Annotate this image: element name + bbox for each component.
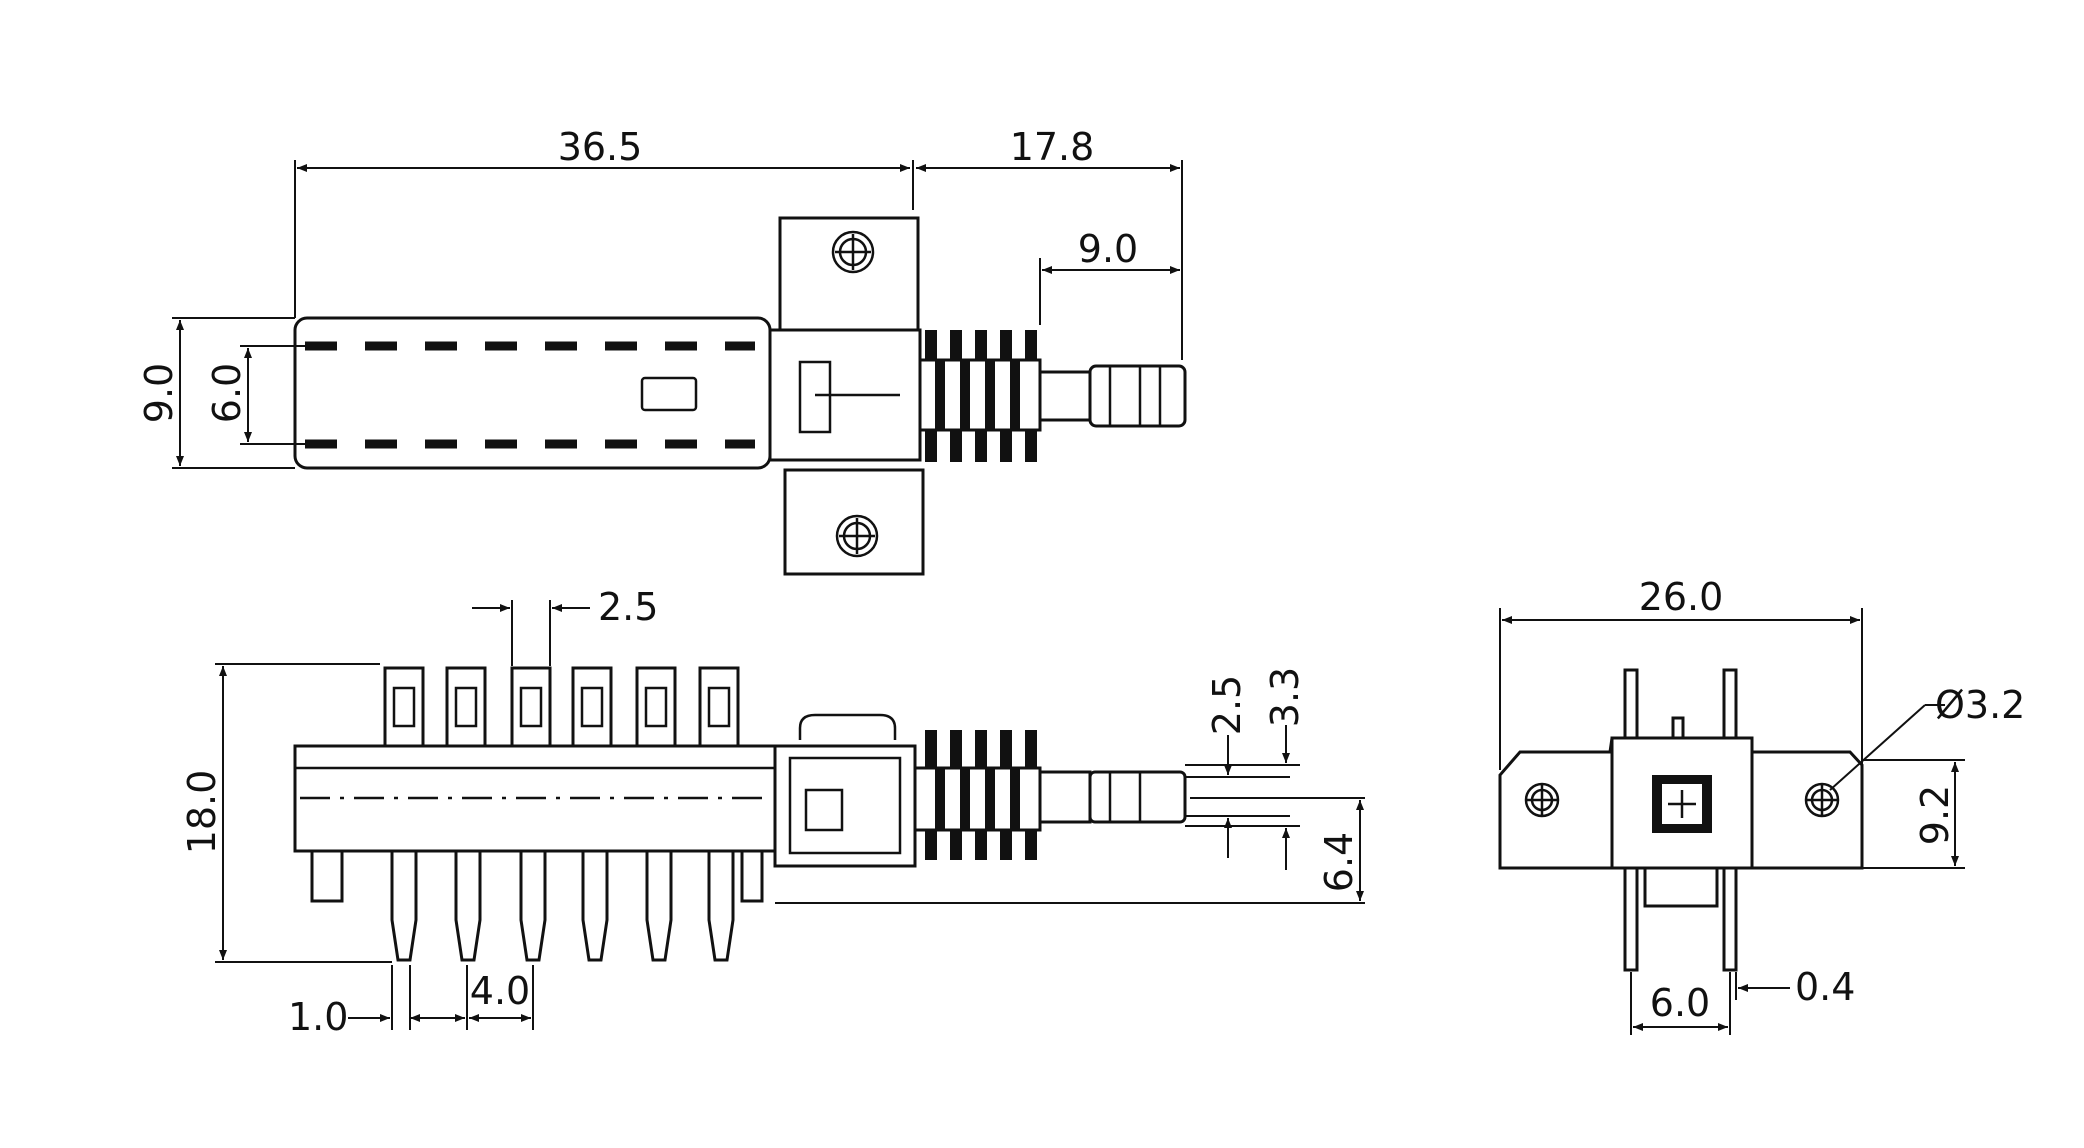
- screw-icon: [1804, 782, 1840, 818]
- screw-icon: [831, 230, 875, 274]
- dim-inner-width: 6.0: [205, 363, 249, 423]
- dim-height: 18.0: [180, 770, 224, 855]
- dim-pin-thickness: 0.4: [1795, 965, 1855, 1009]
- dim-plunger-large: 3.3: [1263, 667, 1307, 727]
- side-top-terminals: [383, 666, 740, 748]
- dim-plunger-small: 2.5: [1205, 675, 1249, 735]
- top-bracket-upper: [778, 216, 920, 340]
- top-bracket-lower: [783, 468, 925, 576]
- dim-center-offset: 6.4: [1317, 832, 1361, 892]
- top-window: [640, 376, 698, 412]
- side-view: 2.5 18.0 1.0 4.0 2.5 3.3 6.4: [180, 585, 1365, 1039]
- screw-icon: [1524, 782, 1560, 818]
- top-spring: [918, 330, 1042, 462]
- dim-hole-diameter: Ø3.2: [1935, 683, 2025, 727]
- top-plunger: [1038, 370, 1092, 422]
- side-spring: [913, 730, 1042, 860]
- dim-pin-pitch: 4.0: [470, 969, 530, 1013]
- side-slider: [773, 744, 917, 868]
- dim-hole-height: 9.2: [1913, 785, 1957, 845]
- dim-overall-length: 36.5: [558, 125, 643, 169]
- dim-pin-width: 1.0: [288, 995, 348, 1039]
- dim-terminal-width: 2.5: [598, 585, 658, 629]
- dim-plunger-length: 17.8: [1010, 125, 1095, 169]
- dim-outer-width: 9.0: [137, 363, 181, 423]
- dim-pin-spacing: 6.0: [1650, 981, 1710, 1025]
- side-plunger: [1038, 770, 1092, 824]
- dim-stroke: 9.0: [1078, 227, 1138, 271]
- top-view: 36.5 17.8 9.0 9.0 6.0: [137, 125, 1187, 576]
- side-pins: [390, 849, 735, 962]
- dim-flange-width: 26.0: [1639, 575, 1724, 619]
- screw-icon: [835, 514, 879, 558]
- end-view: 26.0 Ø3.2 9.2 6.0 0.4: [1498, 575, 2025, 1035]
